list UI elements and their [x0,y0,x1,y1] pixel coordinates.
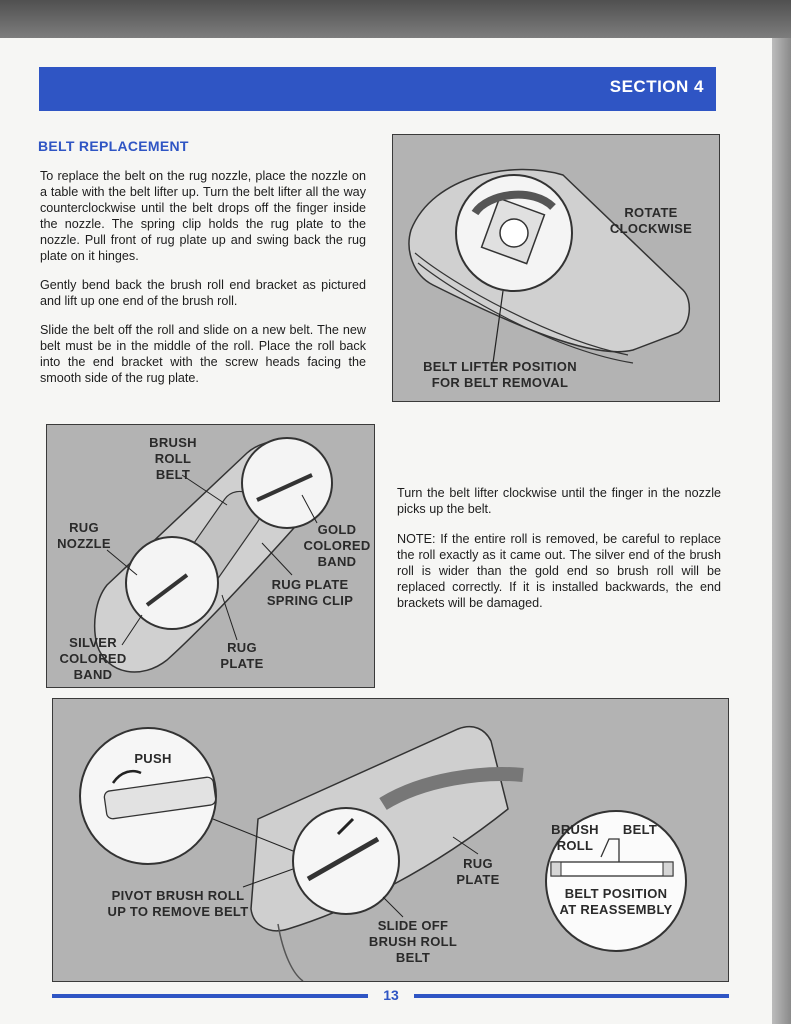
roll-label-fig3: ROLL [545,838,605,854]
belt-label: BELT [133,467,213,483]
rug-bottom-label: RUG [207,640,277,656]
plate-label-fig3: PLATE [448,872,508,888]
section-header-bar: SECTION 4 [39,67,716,111]
at-reassembly-label: AT REASSEMBLY [548,902,684,918]
note-paragraph: NOTE: If the entire roll is removed, be … [397,531,721,611]
belt-replacement-heading: BELT REPLACEMENT [38,138,189,154]
pivot-brush-roll-label: PIVOT BRUSH ROLL [93,888,263,904]
section-label: SECTION 4 [610,77,704,97]
figure-belt-lifter-position: ROTATE CLOCKWISE BELT LIFTER POSITION FO… [392,134,720,402]
rug-label: RUG [49,520,119,536]
belt-position-label: BELT POSITION [548,886,684,902]
footer-rule-left [52,994,368,998]
for-belt-removal-label: FOR BELT REMOVAL [405,375,595,391]
slide-off-label: SLIDE OFF [358,918,468,934]
belt-lifter-position-label: BELT LIFTER POSITION [405,359,595,375]
page-number: 13 [370,987,412,1003]
brush-label: BRUSH [133,435,213,451]
roll-label: ROLL [133,451,213,467]
scan-background-top [0,0,791,38]
slide-brush-roll-label: BRUSH ROLL [358,934,468,950]
slide-belt-label: BELT [358,950,468,966]
rug-plate-label: RUG PLATE [253,577,367,593]
spring-clip-label: SPRING CLIP [253,593,367,609]
belt-label-fig3: BELT [615,822,665,838]
figure-nozzle-parts: BRUSH ROLL BELT RUG NOZZLE GOLD COLORED … [46,424,375,688]
gold-label: GOLD [299,522,375,538]
page-edge-shadow [772,38,791,1024]
figure-reassembly: PUSH PIVOT BRUSH ROLL UP TO REMOVE BELT … [52,698,729,982]
brush-label-fig3: BRUSH [545,822,605,838]
nozzle-label: NOZZLE [49,536,119,552]
plate-label: PLATE [207,656,277,672]
rug-label-fig3: RUG [448,856,508,872]
band-label: BAND [299,554,375,570]
push-label: PUSH [113,751,193,767]
rotate-label: ROTATE [591,205,711,221]
instruction-paragraph-4: Turn the belt lifter clockwise until the… [397,485,721,517]
up-to-remove-belt-label: UP TO REMOVE BELT [93,904,263,920]
clockwise-label: CLOCKWISE [591,221,711,237]
silver-label: SILVER [49,635,137,651]
footer-rule-right [414,994,729,998]
silver-colored-label: COLORED [49,651,137,667]
colored-label: COLORED [299,538,375,554]
instruction-paragraph-2: Gently bend back the brush roll end brac… [40,277,366,309]
instruction-paragraph-1: To replace the belt on the rug nozzle, p… [40,168,366,264]
instruction-paragraph-3: Slide the belt off the roll and slide on… [40,322,366,386]
silver-band-label: BAND [49,667,137,683]
